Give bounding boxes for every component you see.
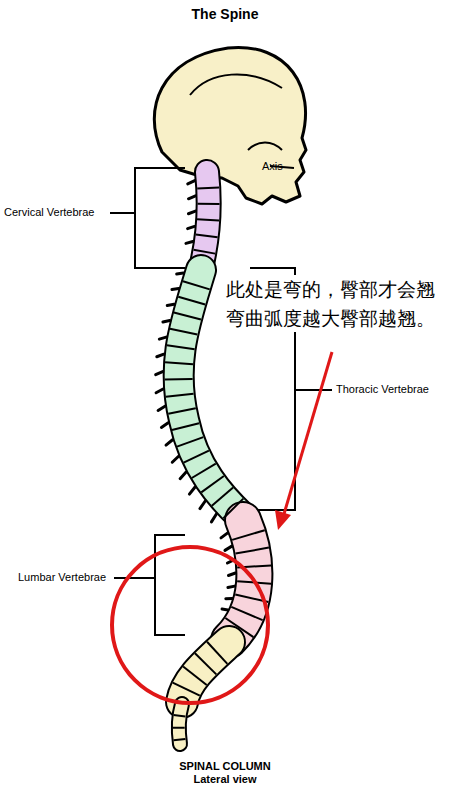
spinous-process (188, 196, 195, 199)
skull-detail (190, 74, 294, 168)
vertebra-division (173, 739, 185, 740)
segment-outline (182, 642, 229, 702)
annotation-arrow (284, 352, 332, 514)
vertebra-division (177, 437, 203, 446)
spinous-process (158, 406, 165, 410)
spinous-process (211, 514, 216, 522)
spinous-process (226, 597, 232, 600)
spinous-process (159, 337, 166, 339)
vertebra-division (170, 329, 197, 335)
spinous-process (161, 423, 168, 428)
spinous-process (166, 440, 173, 445)
vertebra-division (184, 451, 209, 463)
spinous-process (172, 288, 179, 289)
spinous-process (189, 487, 195, 494)
vertebra-division (212, 488, 233, 506)
spine-column (156, 172, 271, 744)
vertebra-division (231, 607, 262, 620)
vertebra-division (165, 362, 193, 364)
vertebra-division (207, 642, 227, 664)
vertebra-division (174, 312, 201, 319)
spinous-process (222, 608, 228, 612)
segment-outline (179, 704, 182, 744)
spinous-process (228, 586, 235, 587)
vertebra-division (201, 476, 224, 492)
vertebra-division (173, 683, 200, 696)
diagram-title: The Spine (0, 6, 450, 23)
vertebra-division (194, 250, 216, 254)
vertebra-division (223, 499, 243, 519)
vertebra-division (195, 653, 216, 674)
spinous-process (163, 320, 170, 322)
spinous-process (225, 546, 232, 550)
vertebra-division (235, 548, 268, 554)
spinous-process (221, 533, 228, 538)
vertebra-division (168, 408, 195, 413)
vertebra-division (197, 187, 219, 188)
sacrum-segment (182, 642, 229, 702)
spinous-process (167, 304, 174, 305)
spinous-process (228, 573, 235, 575)
vertebra-division (197, 219, 219, 220)
coccyx-segment (179, 704, 182, 744)
spinous-process (188, 211, 195, 214)
vertebra-division (173, 727, 185, 729)
axis-label: Axis (262, 160, 283, 173)
annotation-arrowhead (275, 510, 291, 530)
vertebra-division (183, 666, 207, 685)
spinous-process (188, 181, 195, 184)
vertebra-division (198, 203, 220, 205)
spinous-process (172, 456, 178, 462)
vertebra-division (174, 715, 186, 717)
region-label: Lumbar Vertebrae (18, 571, 106, 584)
spinous-process (200, 501, 205, 509)
spinous-process (156, 389, 163, 393)
vertebra-division (196, 235, 218, 238)
vertebra-division (172, 423, 199, 430)
spinous-process (180, 472, 186, 479)
spinous-process (157, 354, 164, 357)
vertebra-division (183, 281, 210, 289)
vertebra-division (165, 378, 193, 381)
annotation-note: 此处是弯的，臀部才会翘 弯曲弧度越大臀部越翘。 (226, 275, 442, 332)
vertebra-division (167, 345, 195, 349)
spinous-process (156, 372, 163, 375)
diagram-caption: SPINAL COLUMN Lateral view (170, 760, 280, 786)
vertebra-division (192, 464, 216, 478)
vertebra-division (178, 297, 205, 305)
vertebra-division (166, 394, 194, 397)
vertebra-division (232, 530, 265, 540)
vertebra-division (225, 618, 253, 637)
spinous-process (177, 271, 184, 275)
cervical-bracket (110, 168, 185, 268)
region-label: Cervical Vertebrae (4, 206, 95, 219)
spinous-process (188, 226, 195, 228)
skull (154, 47, 306, 204)
spinous-process (186, 242, 193, 244)
region-label: Thoracic Vertebrae (336, 383, 429, 396)
highlight-circle (112, 547, 268, 703)
